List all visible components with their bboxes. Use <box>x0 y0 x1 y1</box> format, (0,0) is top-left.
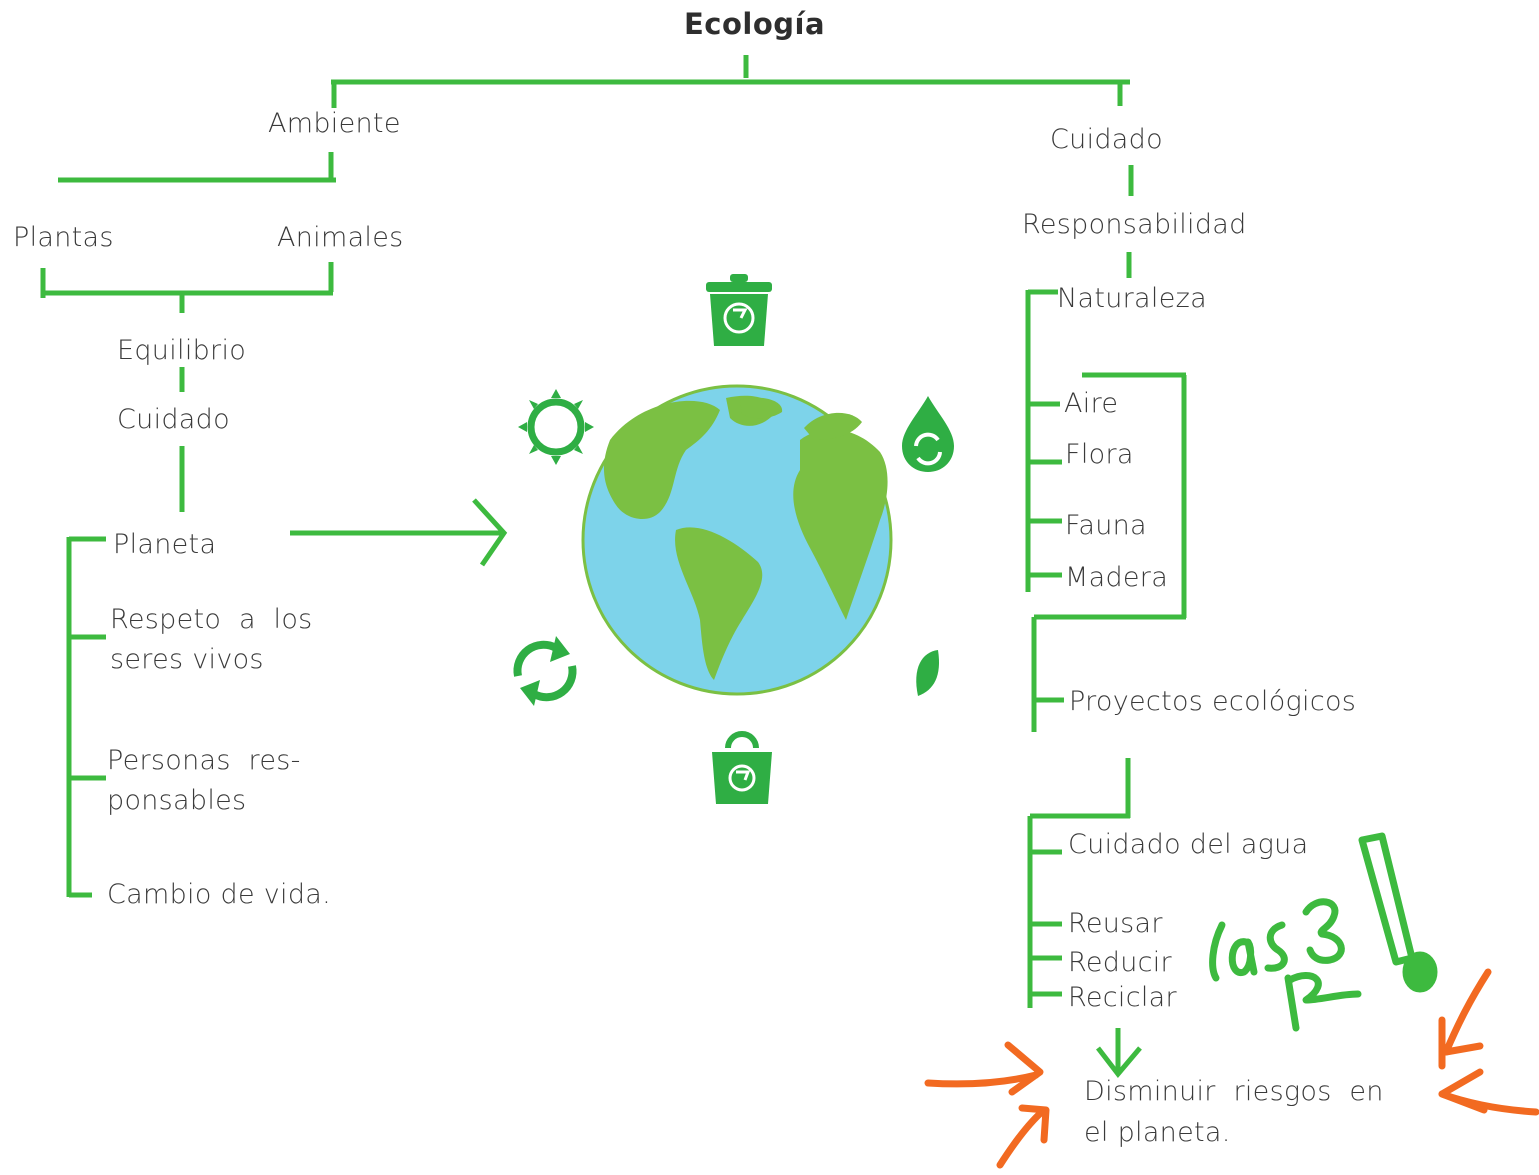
node-proyectos: Proyectos ecológicos <box>1069 686 1357 717</box>
map-title: Ecología <box>684 7 826 41</box>
sun-icon <box>518 389 594 465</box>
node-planeta: Planeta <box>113 529 217 560</box>
node-cuidado-right: Cuidado <box>1050 124 1163 155</box>
node-plantas: Plantas <box>13 222 114 253</box>
node-madera: Madera <box>1065 562 1169 593</box>
node-personas-line1: Personas res- <box>107 745 301 776</box>
water-drop-recycle-icon <box>902 396 954 472</box>
node-flora: Flora <box>1065 439 1134 470</box>
node-personas-line2: ponsables <box>107 785 247 816</box>
node-disminuir-line2: el planeta. <box>1084 1117 1231 1148</box>
handwritten-las-3-r <box>1209 832 1438 1032</box>
recycle-bag-icon <box>712 731 772 804</box>
node-fauna: Fauna <box>1065 510 1147 541</box>
orange-emphasis-arrows <box>924 968 1539 1169</box>
recycle-bin-icon <box>706 274 772 346</box>
leaf-icon <box>916 650 940 696</box>
node-ambiente: Ambiente <box>268 108 401 139</box>
node-equilibrio: Equilibrio <box>117 335 247 366</box>
node-respeto-line1: Respeto a los <box>110 604 313 635</box>
node-naturaleza: Naturaleza <box>1057 283 1207 314</box>
node-cuidado-left: Cuidado <box>117 404 230 435</box>
node-responsabilidad: Responsabilidad <box>1022 209 1247 240</box>
node-animales: Animales <box>277 222 404 253</box>
earth-globe-icon <box>581 384 893 696</box>
node-cambio: Cambio de vida. <box>107 879 332 910</box>
node-reusar: Reusar <box>1068 908 1163 939</box>
node-reciclar: Reciclar <box>1068 982 1177 1013</box>
node-cuidado-agua: Cuidado del agua <box>1068 829 1309 860</box>
node-respeto-line2: seres vivos <box>110 644 264 675</box>
node-disminuir-line1: Disminuir riesgos en <box>1084 1076 1384 1107</box>
node-reducir: Reducir <box>1068 947 1172 978</box>
node-aire: Aire <box>1064 388 1119 419</box>
refresh-arrows-icon <box>513 636 577 706</box>
